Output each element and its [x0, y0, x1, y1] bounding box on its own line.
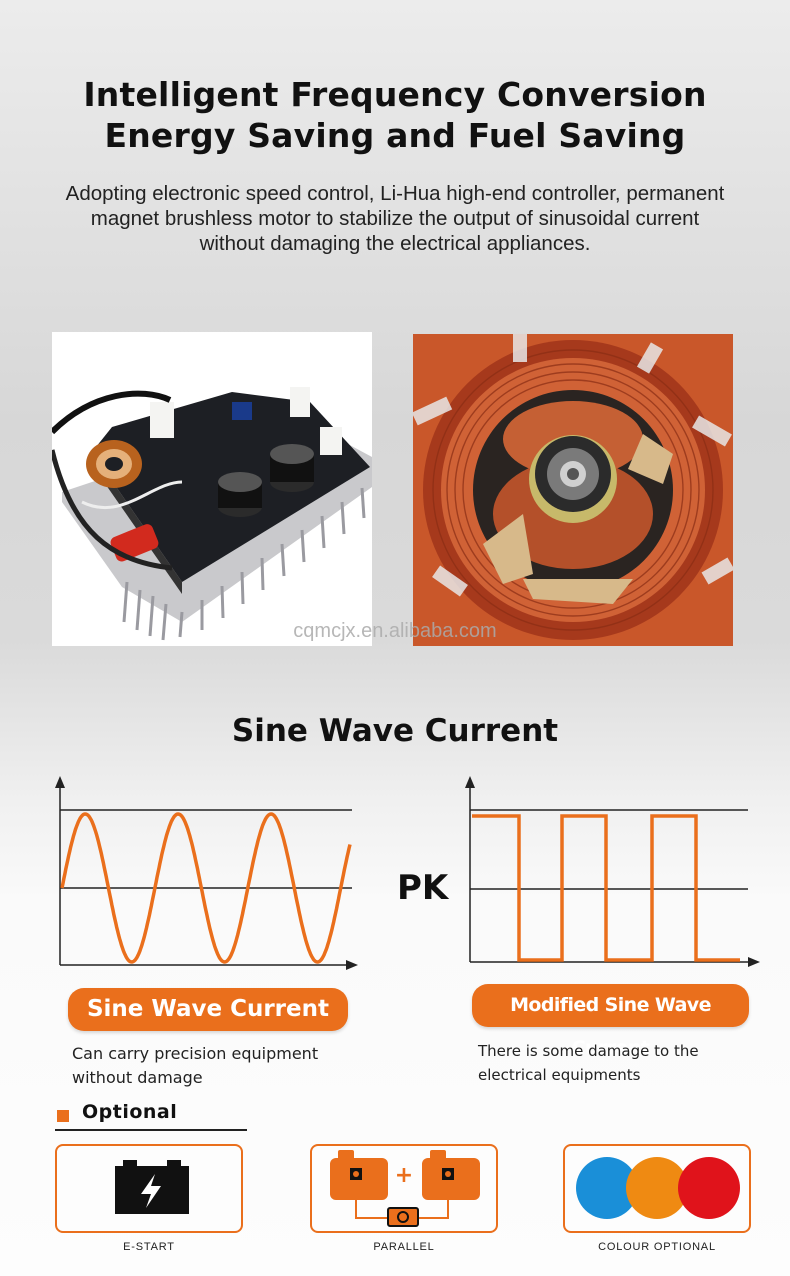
- option-e-start: [55, 1144, 243, 1233]
- pk-label: PK: [397, 868, 449, 908]
- color-circles-icon: [576, 1157, 740, 1219]
- sine-wave-pill: Sine Wave Current: [68, 988, 348, 1031]
- page-title: Intelligent Frequency Conversion Energy …: [0, 74, 790, 156]
- watermark: cqmcjx.en.alibaba.com: [293, 620, 497, 642]
- sine-note-line-2: without damage: [72, 1068, 203, 1087]
- option-label-parallel: PARALLEL: [373, 1241, 435, 1253]
- description: Adopting electronic speed control, Li-Hu…: [20, 181, 770, 256]
- title-line-2: Energy Saving and Fuel Saving: [104, 116, 686, 155]
- option-colour: [563, 1144, 751, 1233]
- option-parallel: +: [310, 1144, 498, 1233]
- modified-sine-wave-graph: [458, 772, 768, 977]
- modified-note-line-1: There is some damage to the: [478, 1042, 699, 1060]
- sine-note: Can carry precision equipment without da…: [72, 1042, 372, 1090]
- sine-note-line-1: Can carry precision equipment: [72, 1044, 319, 1063]
- description-line-2: magnet brushless motor to stabilize the …: [90, 207, 700, 230]
- fuel-tanks-icon: +: [330, 1150, 480, 1227]
- title-line-1: Intelligent Frequency Conversion: [83, 75, 707, 114]
- modified-sine-wave-pill: Modified Sine Wave Current: [472, 984, 749, 1059]
- motor-stator-photo: [413, 334, 733, 646]
- option-label-colour: COLOUR OPTIONAL: [598, 1241, 716, 1253]
- battery-icon: [115, 1160, 189, 1214]
- modified-note-line-2: electrical equipments: [478, 1066, 641, 1084]
- modified-note: There is some damage to the electrical e…: [478, 1039, 758, 1087]
- optional-heading-text: Optional: [82, 1101, 178, 1123]
- sine-wave-graph: [40, 772, 370, 977]
- circuit-board-photo: [52, 332, 372, 646]
- bullet-square-icon: [57, 1110, 69, 1122]
- optional-heading: Optional: [55, 1101, 247, 1131]
- description-line-1: Adopting electronic speed control, Li-Hu…: [65, 182, 725, 205]
- section-title: Sine Wave Current: [231, 713, 559, 749]
- option-label-e-start: E-START: [123, 1241, 175, 1253]
- svg-text:+: +: [395, 1163, 413, 1188]
- description-line-3: without damaging the electrical applianc…: [199, 232, 591, 255]
